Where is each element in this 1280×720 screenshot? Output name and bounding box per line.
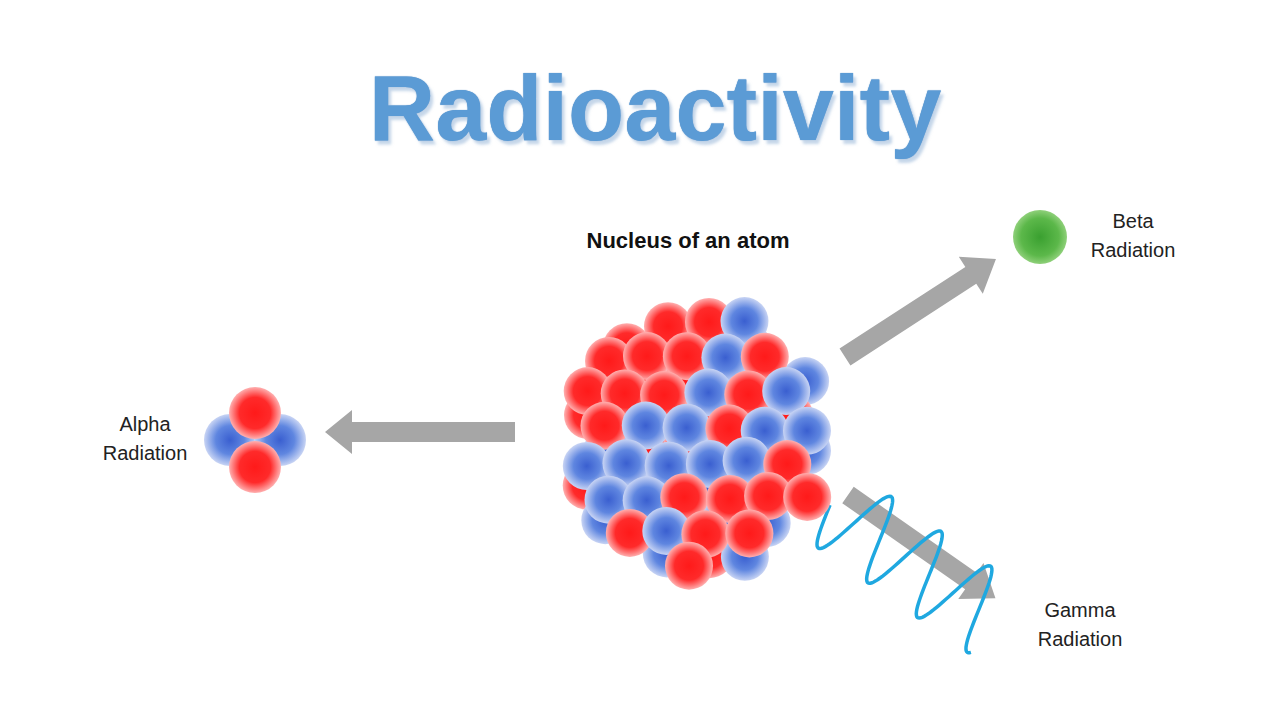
gamma-wave — [806, 471, 1018, 655]
gamma-label: Gamma Radiation — [1038, 596, 1123, 654]
beta-label: Beta Radiation — [1091, 207, 1176, 265]
alpha-label: Alpha Radiation — [103, 410, 188, 468]
arrow — [325, 241, 1008, 617]
beta-particle — [1013, 210, 1067, 264]
nucleus-label: Nucleus of an atom — [587, 228, 790, 254]
title: Radioactivity — [369, 56, 942, 161]
proton — [783, 473, 831, 521]
proton — [725, 509, 773, 557]
nucleus — [563, 297, 832, 590]
proton — [665, 542, 713, 590]
alpha-particle — [204, 387, 306, 493]
